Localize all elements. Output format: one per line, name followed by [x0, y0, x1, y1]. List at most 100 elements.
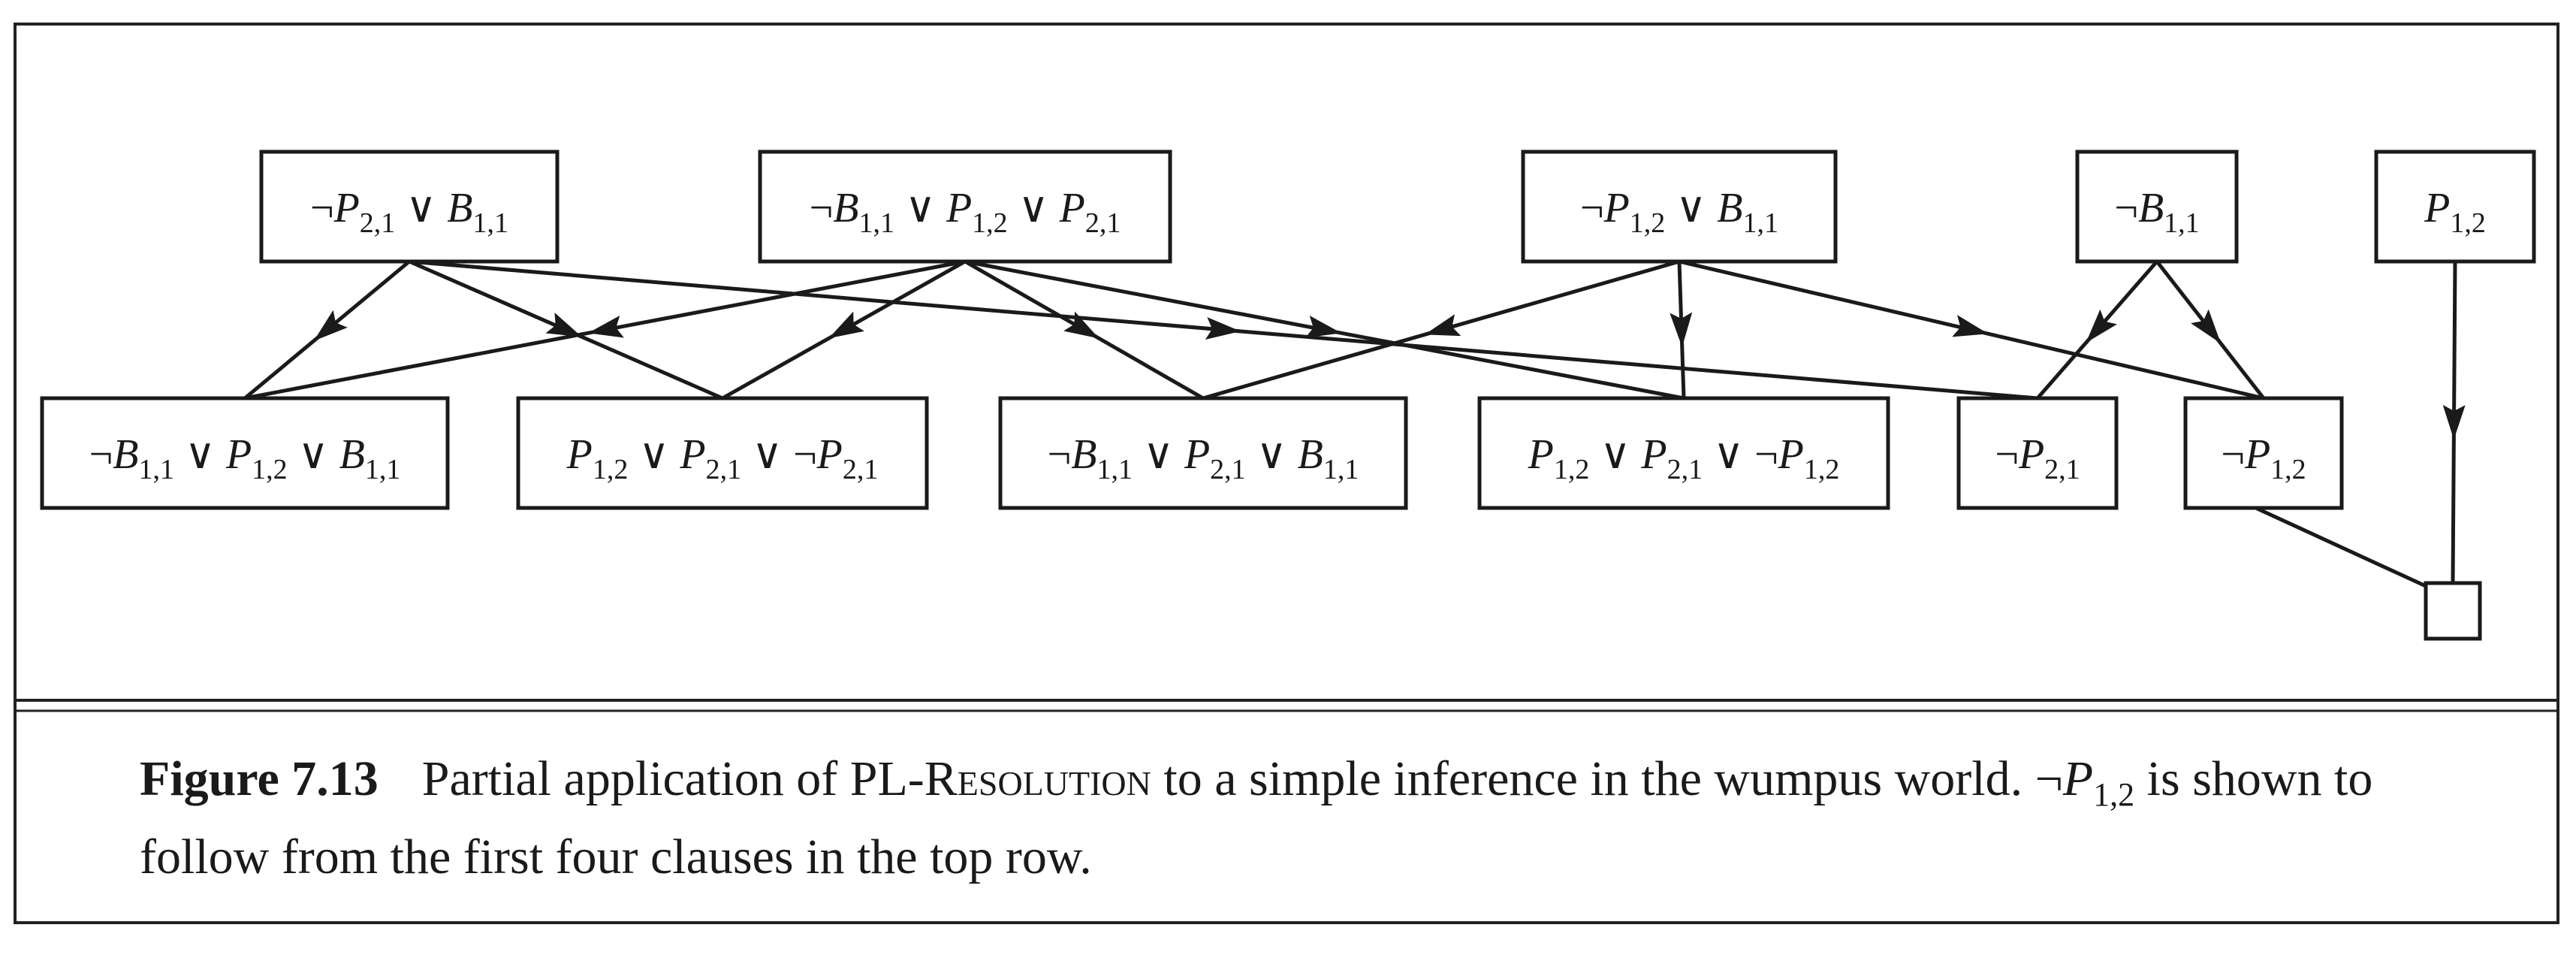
literal-variable: B: [1298, 431, 1323, 478]
or-symbol: ∨: [395, 185, 447, 231]
literal-subscript: 2,1: [2044, 454, 2080, 485]
literal-subscript: 1,1: [473, 207, 509, 239]
literal-variable: P: [566, 431, 593, 478]
clause-box: [1477, 396, 1890, 510]
arrowhead-t1-b1: [313, 310, 348, 341]
literal-subscript: 1,2: [2450, 207, 2486, 239]
clause-node-b4: P1,2​ ∨ P2,1​ ∨ ¬P1,2​: [1477, 396, 1890, 510]
arrowhead-t4-b5: [2086, 309, 2117, 343]
negation-symbol: ¬: [1580, 185, 1604, 231]
arrowhead-t2-b2: [828, 311, 864, 339]
literal-subscript: 2,1: [1085, 207, 1121, 239]
caption-text-part2: to a simple inference in the wumpus worl…: [1151, 751, 2035, 806]
clause-label: ¬P2,1​: [1995, 431, 2080, 485]
literal-subscript: 2,1: [360, 207, 396, 239]
clause-node-b1: ¬B1,1​ ∨ P1,2​ ∨ B1,1​: [40, 396, 450, 510]
clause-box: [2183, 396, 2344, 510]
or-symbol: ∨: [1665, 185, 1717, 231]
clause-label: ¬P2,1​ ∨ B1,1​: [310, 185, 508, 239]
literal-variable: B: [1071, 431, 1096, 478]
literal-variable: P: [333, 185, 360, 231]
or-symbol: ∨: [1133, 431, 1184, 478]
clause-label: ¬P1,2​ ∨ B1,1​: [1580, 185, 1778, 239]
or-symbol: ∨: [174, 431, 226, 478]
or-symbol: ∨: [894, 185, 946, 231]
clause-label: ¬B1,1​ ∨ P1,2​ ∨ B1,1​: [89, 431, 401, 485]
literal-variable: P: [1603, 185, 1630, 231]
literal-variable: P: [225, 431, 252, 478]
or-symbol: ∨: [1589, 431, 1641, 478]
literal-subscript: 1,1: [1323, 454, 1359, 485]
literal-subscript: 1,1: [1096, 454, 1133, 485]
literal-subscript: 1,1: [858, 207, 894, 239]
clause-node-t3: ¬P1,2​ ∨ B1,1​: [1521, 150, 1838, 264]
literal-subscript: 1,2: [1804, 454, 1840, 485]
negation-symbol: ¬: [1048, 431, 1072, 478]
literal-variable: B: [447, 185, 472, 231]
caption-text-part3: is shown to follow from the first four c…: [140, 751, 2373, 884]
clause-node-b2: P1,2​ ∨ P2,1​ ∨ ¬P2,1​: [516, 396, 929, 510]
literal-subscript: 1,2: [1554, 454, 1590, 485]
literal-subscript: 1,1: [365, 454, 401, 485]
figure-frame: [14, 23, 2559, 924]
or-symbol: ∨: [1008, 185, 1060, 231]
literal-variable: P: [2424, 185, 2450, 231]
literal-variable: P: [679, 431, 705, 478]
literal-subscript: 1,1: [1743, 207, 1779, 239]
literal-variable: B: [2138, 185, 2164, 231]
literal-subscript: 2,1: [1667, 454, 1703, 485]
literal-subscript: 2,1: [843, 454, 879, 485]
literal-variable: P: [2244, 431, 2270, 478]
or-symbol: ∨: [1246, 431, 1298, 478]
clause-label: ¬B1,1​ ∨ P1,2​ ∨ P2,1​: [810, 185, 1121, 239]
arrowhead-t4-b6: [2191, 309, 2222, 344]
arrowhead-t3-b6: [1952, 315, 1989, 337]
literal-variable: P: [1528, 431, 1554, 478]
arrowhead-t2-b3: [1063, 311, 1099, 339]
caption-formula-neg: ¬: [2035, 751, 2063, 806]
arrowhead-t5-empty: [2442, 404, 2466, 440]
negation-symbol: ¬: [89, 431, 113, 478]
or-symbol: ∨: [741, 431, 793, 478]
negation-symbol: ¬: [310, 185, 334, 231]
clause-label: ¬P1,2​: [2221, 431, 2306, 485]
literal-variable: P: [1059, 185, 1085, 231]
arrowhead-t3-b3: [1424, 314, 1461, 337]
clause-label: P1,2​: [2424, 185, 2486, 239]
or-symbol: ∨: [1703, 431, 1754, 478]
clause-label: ¬B1,1​: [2114, 185, 2199, 239]
arrowhead-t1-b5: [1205, 317, 1241, 340]
negation-symbol: ¬: [1754, 431, 1778, 478]
negation-symbol: ¬: [810, 185, 834, 231]
literal-variable: B: [339, 431, 365, 478]
clause-box: [1521, 150, 1838, 264]
clause-label: ¬B1,1​ ∨ P2,1​ ∨ B1,1​: [1048, 431, 1359, 485]
arrowhead-t2-b1: [587, 315, 624, 338]
arrowhead-t2-b4: [1305, 315, 1342, 338]
clause-node-t2: ¬B1,1​ ∨ P1,2​ ∨ P2,1​: [758, 150, 1172, 264]
clause-box: [516, 396, 929, 510]
clause-box: [758, 150, 1172, 264]
literal-variable: P: [1640, 431, 1667, 478]
literal-subscript: 2,1: [706, 454, 742, 485]
literal-subscript: 1,2: [2270, 454, 2306, 485]
literal-variable: B: [833, 185, 858, 231]
caption-formula-sub: 1,2: [2093, 776, 2135, 813]
negation-symbol: ¬: [2114, 185, 2138, 231]
literal-variable: B: [1717, 185, 1742, 231]
literal-variable: P: [1778, 431, 1804, 478]
literal-variable: P: [816, 431, 843, 478]
literal-variable: P: [1184, 431, 1210, 478]
clause-box: [1956, 396, 2119, 510]
literal-subscript: 1,2: [593, 454, 629, 485]
literal-variable: P: [946, 185, 972, 231]
clause-node-b6: ¬P1,2​: [2183, 396, 2344, 510]
edges-layer: [243, 259, 2466, 588]
clause-box: [998, 396, 1408, 510]
clause-box: [259, 150, 560, 264]
clause-label: P1,2​ ∨ P2,1​ ∨ ¬P2,1​: [566, 431, 879, 485]
clause-node-t4: ¬B1,1​: [2075, 150, 2239, 264]
negation-symbol: ¬: [1995, 431, 2019, 478]
